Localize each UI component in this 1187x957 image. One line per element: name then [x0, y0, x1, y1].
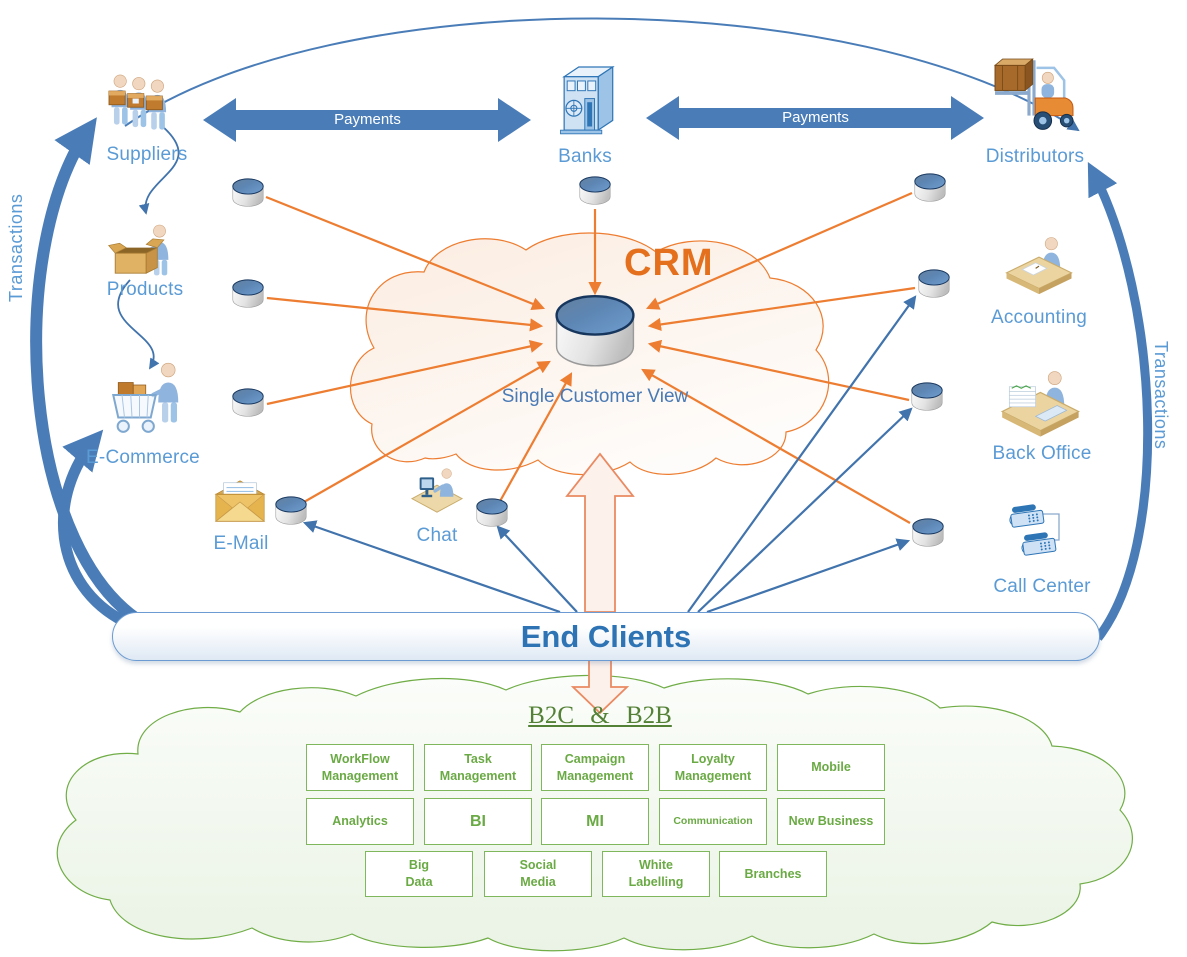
accounting-label: Accounting	[990, 307, 1087, 328]
database-icon	[914, 173, 946, 202]
module-bi: BI	[424, 798, 532, 845]
products-to-ecommerce-curve	[117, 279, 160, 370]
email-label: E-Mail	[213, 533, 269, 554]
workstation-icon	[410, 468, 464, 513]
end-clients-label: End Clients	[520, 618, 692, 654]
database-icon	[275, 496, 307, 525]
single-customer-view-label: Single Customer View	[501, 386, 689, 407]
shopping-cart-icon	[112, 362, 179, 433]
module-loyalty-management: Loyalty Management	[659, 744, 767, 791]
payments-arrow-left	[203, 98, 531, 142]
database-cylinder-icon	[555, 295, 635, 367]
payments-left-label: Payments	[334, 111, 401, 128]
database-icon	[912, 518, 944, 547]
module-big-data: Big Data	[365, 851, 473, 897]
banks-label: Banks	[558, 146, 612, 167]
transactions-loop-top-arc	[124, 17, 1080, 132]
module-new-business: New Business	[777, 798, 885, 845]
module-workflow-management: WorkFlow Management	[306, 744, 414, 791]
chat-label: Chat	[416, 525, 458, 546]
desk-clerk-icon	[1005, 237, 1073, 295]
database-icon	[911, 382, 943, 411]
callcenter-label: Call Center	[993, 576, 1091, 597]
crm-feed-arrows	[265, 191, 916, 524]
bank-building-icon	[560, 65, 615, 135]
module-white-labelling: White Labelling	[602, 851, 710, 897]
end-clients-feed-arrows	[302, 295, 917, 614]
transactions-arrow-right-to-distributors	[1087, 162, 1153, 641]
database-icon	[476, 498, 508, 527]
suppliers-label: Suppliers	[106, 144, 188, 165]
transactions-arrow-left-to-ecommerce	[57, 429, 128, 627]
transactions-left-label: Transactions	[6, 193, 26, 303]
payments-arrow-right	[646, 96, 984, 140]
module-analytics: Analytics	[306, 798, 414, 845]
module-campaign-management: Campaign Management	[541, 744, 649, 791]
telephones-icon	[1009, 504, 1060, 556]
backoffice-label: Back Office	[992, 443, 1092, 464]
database-icon	[579, 176, 611, 205]
end-clients-to-crm-arrow	[565, 452, 635, 613]
database-icon	[232, 388, 264, 417]
module-mobile: Mobile	[777, 744, 885, 791]
database-icon	[232, 279, 264, 308]
database-icon	[232, 178, 264, 207]
module-branches: Branches	[719, 851, 827, 897]
products-label: Products	[106, 279, 184, 300]
b2b-cloud-title: B2C & B2B	[528, 702, 672, 729]
module-communication: Communication	[659, 798, 767, 845]
payments-right-label: Payments	[782, 109, 849, 126]
transactions-right-label: Transactions	[1151, 340, 1171, 450]
forklift-icon	[993, 58, 1074, 130]
suppliers-to-products-curve	[138, 125, 180, 215]
suppliers-icon	[108, 74, 167, 130]
open-box-icon	[107, 224, 169, 276]
end-clients-bar: End Clients	[112, 612, 1100, 661]
distributors-label: Distributors	[985, 146, 1085, 167]
end-clients-to-b2b-arrow	[570, 659, 630, 715]
transactions-arrow-left-to-suppliers	[30, 117, 153, 633]
module-social-media: Social Media	[484, 851, 592, 897]
envelope-icon	[214, 480, 266, 522]
paper-stack-desk-icon	[1000, 371, 1080, 437]
database-icon	[918, 269, 950, 298]
ecommerce-label: E-Commerce	[86, 447, 200, 468]
module-mi: MI	[541, 798, 649, 845]
crm-title: CRM	[624, 242, 714, 284]
module-task-management: Task Management	[424, 744, 532, 791]
